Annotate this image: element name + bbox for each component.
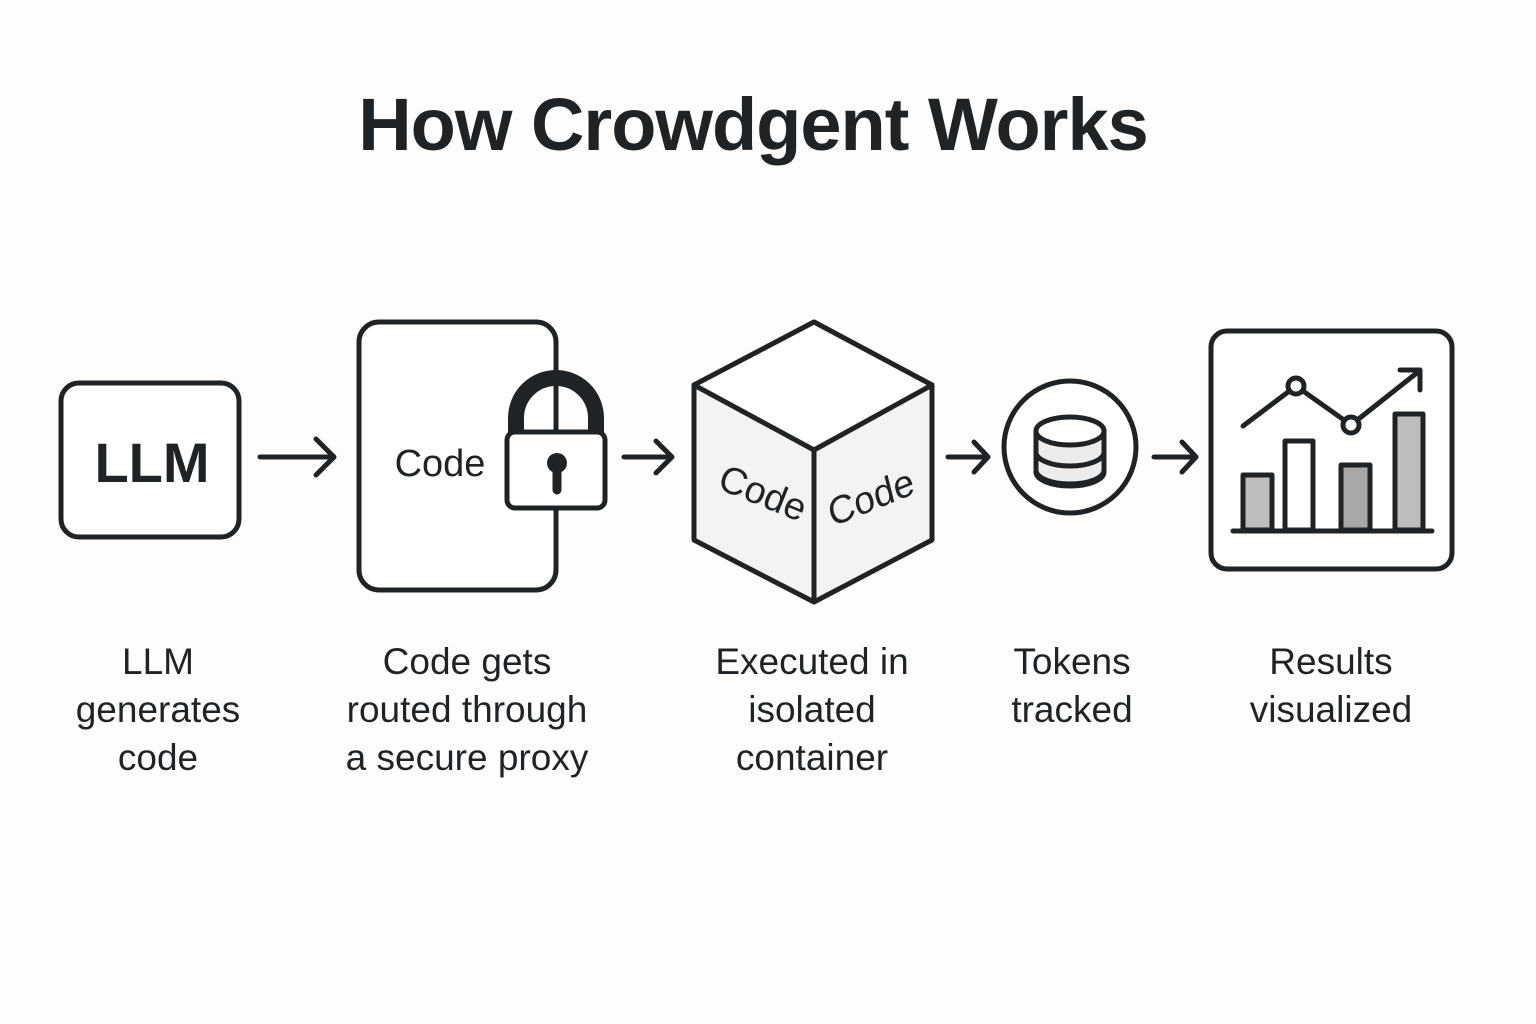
caption-results: Results visualized [1250, 638, 1412, 734]
caption-line: Code gets [382, 641, 552, 682]
page-title: How Crowdgent Works [358, 83, 1149, 166]
chart-icon [1208, 328, 1455, 572]
caption-line: routed through [346, 689, 588, 730]
chart-bar [1282, 438, 1316, 533]
caption-tokens: Tokens tracked [1011, 638, 1132, 734]
caption-line: tracked [1011, 689, 1133, 730]
container-cube-icon: Code Code [691, 319, 935, 605]
code-lock-icon: Code [356, 319, 608, 593]
arrow-right-icon [945, 439, 991, 475]
llm-box-icon: LLM [58, 380, 242, 540]
caption-line: generates [75, 689, 241, 730]
caption-line: Executed in [715, 641, 909, 682]
caption-line: a secure proxy [345, 737, 589, 778]
lock-icon [504, 370, 608, 511]
caption-line: isolated [748, 689, 876, 730]
chart-bar [1392, 411, 1426, 533]
caption-line: code [117, 737, 199, 778]
caption-line: container [735, 737, 889, 778]
chart-bar [1240, 472, 1275, 533]
code-label: Code [395, 443, 486, 485]
trend-line [1240, 369, 1421, 429]
chart-bar [1338, 462, 1373, 533]
caption-line: Tokens [1013, 641, 1131, 682]
llm-label: LLM [94, 431, 209, 494]
token-coins-icon [1001, 378, 1139, 516]
arrow-right-icon [621, 438, 675, 476]
caption-proxy: Code gets routed through a secure proxy [346, 638, 589, 782]
caption-line: Results [1269, 641, 1393, 682]
arrow-right-icon [257, 436, 337, 478]
caption-line: LLM [122, 641, 194, 682]
arrow-right-icon [1151, 439, 1199, 475]
caption-line: visualized [1249, 689, 1413, 730]
caption-container: Executed in isolated container [715, 638, 908, 782]
caption-llm: LLM generates code [76, 638, 241, 782]
